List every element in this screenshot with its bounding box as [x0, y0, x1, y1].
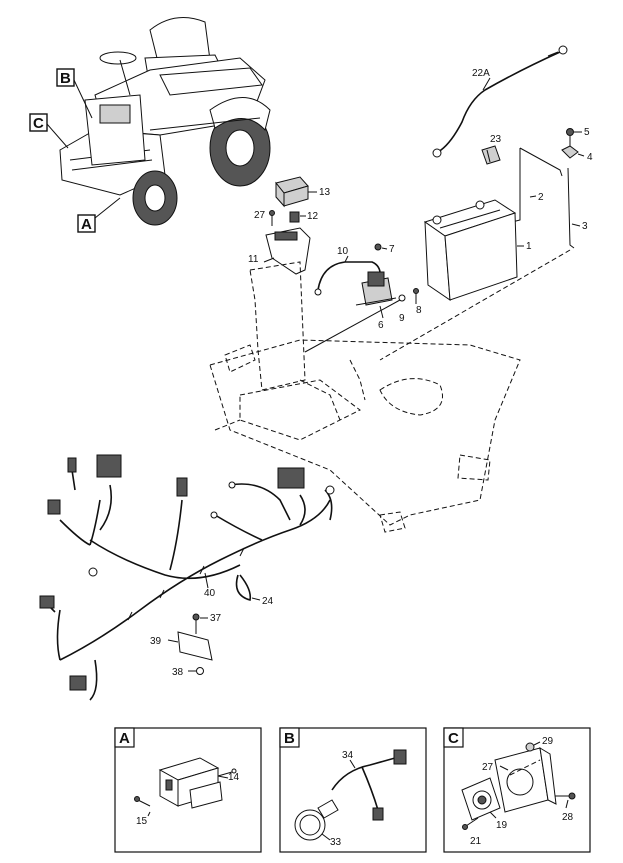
inset-b: B: [279, 727, 427, 853]
callout-29: 29: [542, 736, 554, 747]
callout-13: 13: [319, 187, 331, 198]
callout-10: 10: [337, 246, 349, 257]
wing-nut-4: [561, 145, 585, 159]
bracket-39: [167, 631, 213, 661]
callout-14: 14: [228, 772, 240, 783]
bolt-8: [413, 288, 419, 304]
callout-4: 4: [587, 152, 593, 163]
callout-15: 15: [136, 816, 148, 827]
fuse-bracket-11: [263, 227, 311, 275]
frame-dashed-outline: [209, 261, 521, 533]
callout-8: 8: [416, 305, 422, 316]
svg-text:A: A: [119, 730, 130, 747]
screw-37: [192, 613, 208, 634]
callout-38: 38: [172, 667, 184, 678]
svg-text:B: B: [284, 730, 295, 747]
cable-tie-24: [235, 574, 261, 602]
callout-9: 9: [399, 313, 405, 324]
callout-1: 1: [526, 241, 532, 252]
callout-2: 2: [538, 192, 544, 203]
callout-19: 19: [496, 820, 508, 831]
bolt-5: [566, 128, 582, 150]
connector-12: [289, 211, 306, 223]
callout-21: 21: [470, 836, 482, 847]
svg-text:B: B: [60, 70, 71, 87]
inset-c: C: [443, 727, 591, 853]
callout-11: 11: [248, 254, 259, 265]
callout-3: 3: [582, 221, 588, 232]
callout-6: 6: [378, 320, 384, 331]
callout-5: 5: [584, 127, 590, 138]
callout-12: 12: [307, 211, 319, 222]
battery-1: [423, 199, 524, 302]
battery-cable-22a: [432, 45, 568, 158]
inset-a: A: [114, 727, 262, 853]
inset-marker-c: C: [29, 113, 69, 149]
tractor-illustration: [59, 17, 271, 226]
inset-marker-a: A: [77, 197, 121, 233]
screw-27: [269, 210, 275, 226]
callout-27: 27: [254, 210, 266, 221]
callout-7: 7: [389, 244, 395, 255]
callout-24: 24: [262, 596, 274, 607]
callout-23: 23: [490, 134, 502, 145]
cap-23: [481, 145, 501, 165]
svg-text:C: C: [448, 730, 459, 747]
callout-34: 34: [342, 750, 354, 761]
callout-39: 39: [150, 636, 162, 647]
nut-7: [374, 243, 388, 251]
svg-text:C: C: [33, 115, 44, 132]
callout-22a: 22A: [472, 68, 490, 79]
wiring-harness-40: [39, 454, 335, 701]
svg-text:A: A: [81, 216, 92, 233]
relay-13: [275, 176, 317, 208]
nut-38: [188, 667, 204, 675]
inset-marker-b: B: [56, 68, 93, 119]
callout-33: 33: [330, 837, 342, 848]
callout-40: 40: [204, 588, 216, 599]
callout-27-inset: 27: [482, 762, 494, 773]
starter-solenoid-6: [355, 271, 397, 319]
washer-9: [398, 294, 406, 302]
callout-28: 28: [562, 812, 574, 823]
hold-down-rods: [511, 147, 581, 249]
callout-37: 37: [210, 613, 222, 624]
